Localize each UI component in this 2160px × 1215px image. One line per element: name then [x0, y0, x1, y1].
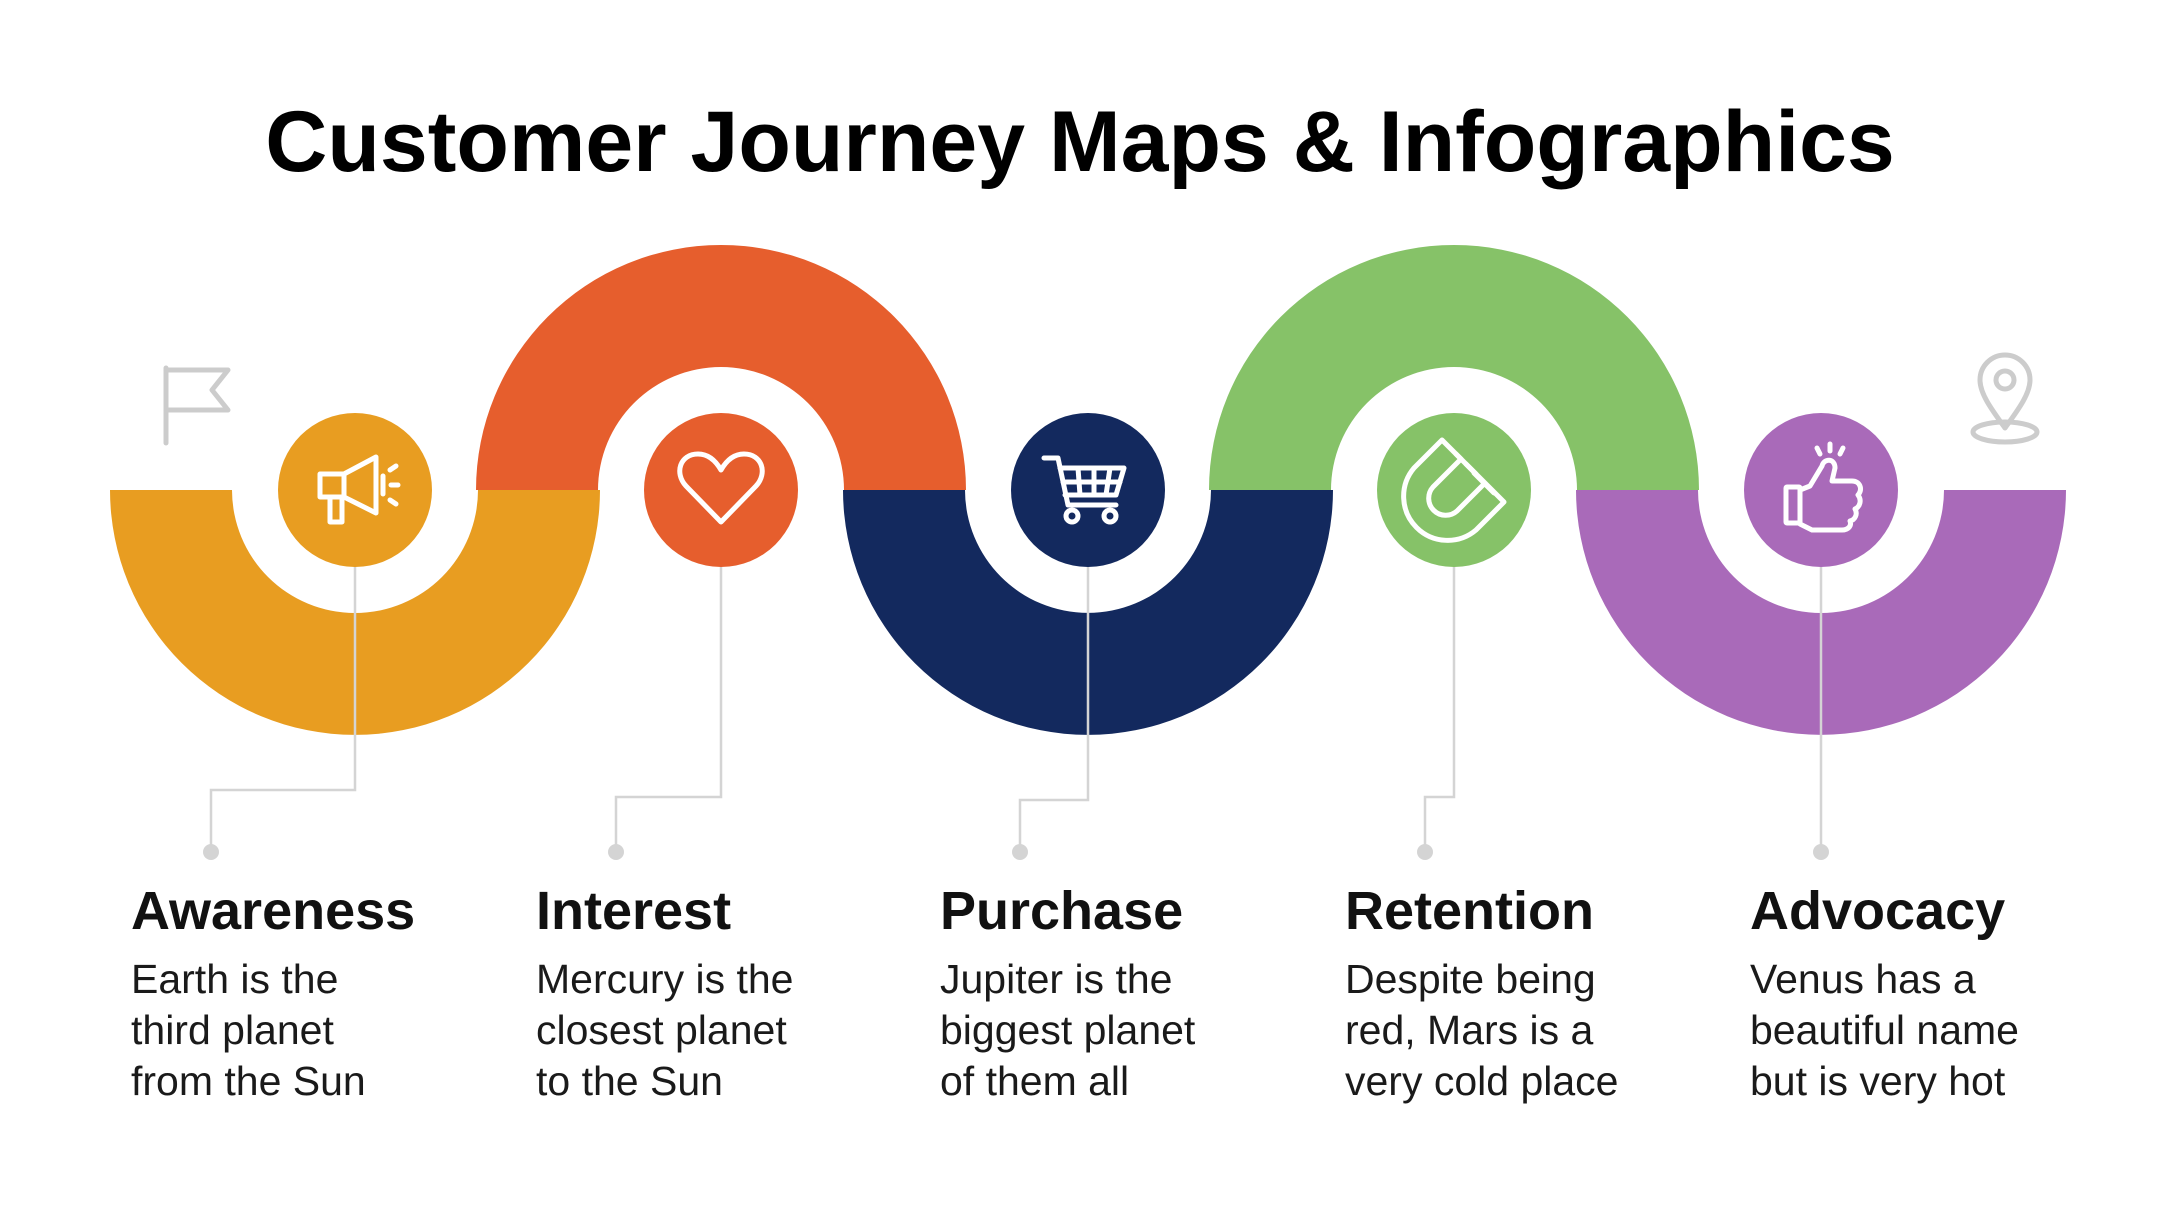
description-line: from the Sun: [131, 1058, 366, 1104]
band-purchase: [843, 490, 1333, 735]
description-line: beautiful name: [1750, 1007, 2019, 1053]
connector-interest: [614, 565, 723, 852]
connector-awareness: [209, 565, 357, 852]
stage-description: Venus has a beautiful name but is very h…: [1750, 954, 2160, 1107]
magnet-icon: [1401, 437, 1507, 543]
description-line: but is very hot: [1750, 1058, 2006, 1104]
description-line: Mercury is the: [536, 956, 794, 1002]
stage-description: Earth is the third planet from the Sun: [131, 954, 551, 1107]
description-line: Despite being: [1345, 956, 1596, 1002]
description-line: biggest planet: [940, 1007, 1196, 1053]
stage-awareness: Awareness Earth is the third planet from…: [131, 876, 551, 1107]
description-line: to the Sun: [536, 1058, 723, 1104]
description-line: of them all: [940, 1058, 1130, 1104]
megaphone-icon: [317, 454, 401, 525]
description-line: closest planet: [536, 1007, 787, 1053]
description-line: third planet: [131, 1007, 334, 1053]
stage-heading: Interest: [536, 881, 732, 941]
band-retention: [1209, 245, 1699, 490]
band-interest: [476, 245, 966, 490]
stage-heading: Retention: [1345, 881, 1594, 941]
stage-circle-purchase: [1011, 413, 1165, 567]
stage-circle-awareness: [278, 413, 432, 567]
description-line: Venus has a: [1750, 956, 1976, 1002]
heart-icon: [677, 451, 765, 525]
description-line: red, Mars is a: [1345, 1007, 1594, 1053]
connector-retention: [1423, 565, 1456, 852]
description-line: Jupiter is the: [940, 956, 1173, 1002]
stage-description: Mercury is the closest planet to the Sun: [536, 954, 956, 1107]
band-advocacy: [1576, 490, 2066, 735]
description-line: Earth is the: [131, 956, 339, 1002]
connector-dot-awareness: [203, 844, 219, 860]
stage-circle-interest: [644, 413, 798, 567]
stage-heading: Awareness: [131, 881, 416, 941]
stage-retention: Retention Despite being red, Mars is a v…: [1345, 876, 1765, 1107]
connector-purchase: [1018, 565, 1090, 852]
flag-icon: [163, 365, 231, 446]
stage-circle-advocacy: [1744, 413, 1898, 567]
location-pin-icon: [1970, 352, 2040, 445]
stage-interest: Interest Mercury is the closest planet t…: [536, 876, 956, 1107]
stage-heading: Advocacy: [1750, 881, 2006, 941]
stage-advocacy: Advocacy Venus has a beautiful name but …: [1750, 876, 2160, 1107]
stage-description: Jupiter is the biggest planet of them al…: [940, 954, 1360, 1107]
stage-heading: Purchase: [940, 881, 1184, 941]
page-title: Customer Journey Maps & Infographics: [265, 94, 1895, 190]
connector-dot-advocacy: [1813, 844, 1829, 860]
description-line: very cold place: [1345, 1058, 1619, 1104]
connector-dot-purchase: [1012, 844, 1028, 860]
shopping-cart-icon: [1041, 455, 1127, 525]
stage-purchase: Purchase Jupiter is the biggest planet o…: [940, 876, 1360, 1107]
band-awareness: [110, 490, 600, 735]
stage-description: Despite being red, Mars is a very cold p…: [1345, 954, 1765, 1107]
stage-circle-retention: [1377, 413, 1531, 567]
thumbs-up-icon: [1783, 441, 1863, 533]
connector-dot-retention: [1417, 844, 1433, 860]
connector-dot-interest: [608, 844, 624, 860]
